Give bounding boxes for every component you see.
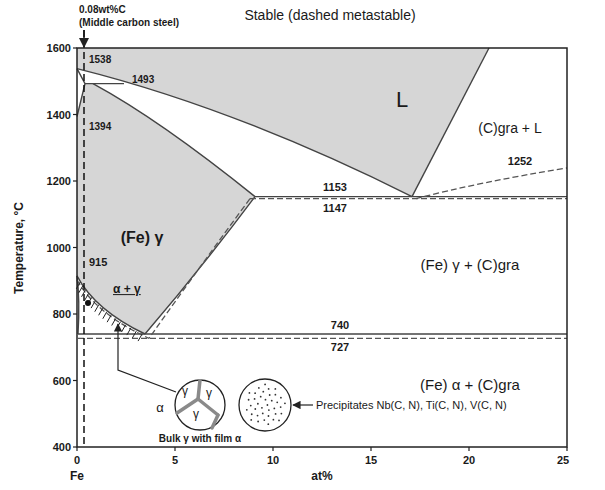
precipitate-leader-arrow bbox=[293, 404, 313, 405]
inset-caption: Precipitates Nb(C, N), Ti(C, N), V(C, N) bbox=[316, 399, 507, 412]
cementite-liquidus-line bbox=[416, 168, 567, 199]
metastable-acm-line bbox=[149, 199, 250, 339]
phase-label: (C)gra + L bbox=[478, 120, 541, 136]
tick-label: 800 bbox=[53, 308, 71, 321]
graphite-liquidus-line bbox=[412, 48, 489, 197]
tick-label: 1400 bbox=[47, 108, 71, 121]
temperature-value: 1394 bbox=[89, 121, 111, 133]
temperature-value: 727 bbox=[331, 341, 349, 354]
micrograph-outline bbox=[174, 379, 226, 431]
tick-label: 25 bbox=[557, 454, 569, 467]
precipitate-dots bbox=[246, 384, 286, 426]
temperature-value: 915 bbox=[89, 256, 107, 269]
temperature-value: 1147 bbox=[323, 202, 347, 215]
chart-title: Stable (dashed metastable) bbox=[244, 7, 415, 23]
metastable-eutectoid-line bbox=[78, 338, 567, 339]
phase-label: (Fe) γ bbox=[121, 229, 164, 247]
tick-label: 600 bbox=[53, 374, 71, 387]
tick-label: 20 bbox=[463, 454, 475, 467]
temperature-value: 1538 bbox=[89, 54, 111, 66]
eutectic-line bbox=[255, 196, 567, 197]
tick-label: 0 bbox=[74, 454, 80, 467]
a3-line bbox=[77, 276, 145, 334]
inset-leader-arrow bbox=[118, 324, 176, 392]
micrograph-circle: γγγ bbox=[174, 379, 226, 431]
composition-dot bbox=[85, 300, 91, 306]
axis-title: Temperature, °C bbox=[13, 202, 27, 294]
tick-label: 15 bbox=[365, 454, 377, 467]
temperature-value: 1252 bbox=[508, 155, 532, 168]
hatching bbox=[76, 282, 142, 341]
temperature-value: 740 bbox=[331, 319, 349, 332]
liquidus-line bbox=[77, 69, 412, 197]
phase-label: (Fe) α + (C)gra bbox=[420, 376, 520, 393]
solidus-line bbox=[93, 84, 255, 197]
annotation: (Middle carbon steel) bbox=[79, 17, 179, 29]
metastable-a3-line bbox=[77, 280, 149, 338]
tick-label: 1600 bbox=[47, 42, 71, 55]
phase-label: (Fe) γ + (C)gra bbox=[421, 256, 520, 273]
axis-title: at% bbox=[311, 470, 332, 484]
austenite-region bbox=[77, 84, 255, 334]
axis-end-label: Fe bbox=[70, 470, 84, 484]
phase-letter: γ bbox=[206, 387, 212, 401]
phase-label: L bbox=[396, 87, 408, 112]
tick-label: 400 bbox=[53, 441, 71, 454]
annotation: 0.08wt%C bbox=[79, 4, 126, 16]
temperature-value: 1493 bbox=[132, 74, 154, 86]
precipitate-micrograph bbox=[239, 379, 291, 431]
phase-letter: γ bbox=[182, 385, 188, 399]
composition-arrow bbox=[83, 30, 85, 47]
acm-line bbox=[145, 197, 255, 334]
tick-label: 10 bbox=[267, 454, 279, 467]
tick-label: 1200 bbox=[47, 175, 71, 188]
phase-label: α bbox=[156, 401, 164, 416]
composition-line bbox=[83, 30, 85, 447]
inset-caption: Bulk γ with film α bbox=[159, 433, 241, 445]
peritectic-line bbox=[85, 83, 124, 84]
phase-letter: γ bbox=[193, 408, 199, 422]
metastable-eutectic-line bbox=[250, 198, 567, 199]
tick-label: 5 bbox=[172, 454, 178, 467]
phase-label: α + γ bbox=[113, 283, 141, 297]
plot-frame bbox=[77, 48, 567, 447]
axis-ticks bbox=[73, 48, 567, 451]
tick-label: 1000 bbox=[47, 241, 71, 254]
temperature-value: 1153 bbox=[323, 181, 347, 194]
